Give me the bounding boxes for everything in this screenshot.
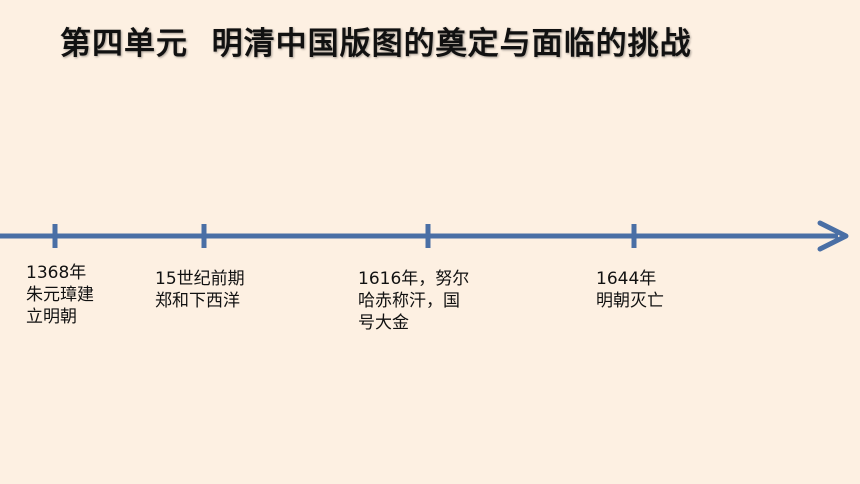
timeline: [0, 220, 849, 252]
event-label-1644: 1644年 明朝灭亡: [596, 269, 664, 311]
timeline-arrowhead: [817, 220, 849, 252]
event-label-zhenghe: 15世纪前期 郑和下西洋: [155, 269, 245, 311]
event-label-1616: 1616年，努尔 哈赤称汗，国 号大金: [358, 269, 470, 333]
page-title: 第四单元 明清中国版图的奠定与面临的挑战: [60, 26, 692, 62]
event-label-1368: 1368年 朱元璋建 立明朝: [26, 263, 94, 327]
